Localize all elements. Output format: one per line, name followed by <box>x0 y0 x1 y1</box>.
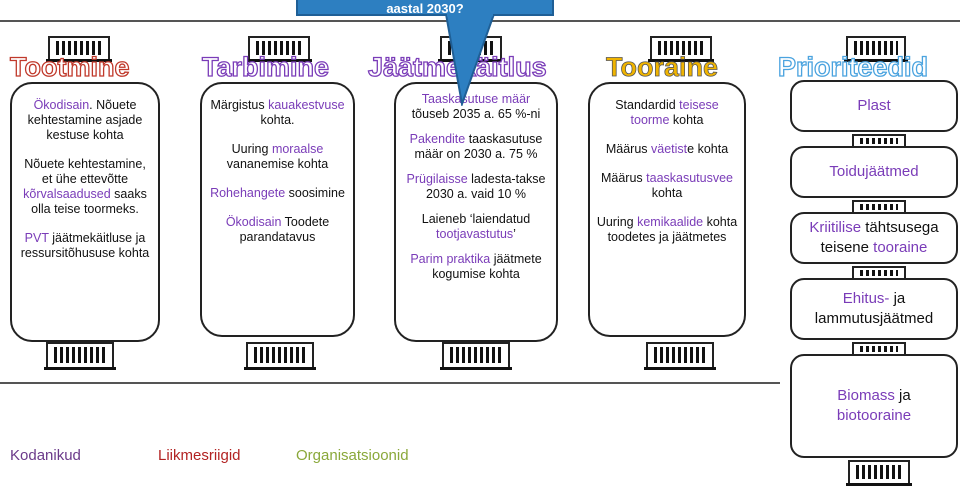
pillar-base-icon <box>244 342 316 370</box>
column-item: Uuring kemikaalide kohta toodetes ja jää… <box>596 215 738 244</box>
pillar-base-icon <box>440 342 512 370</box>
pillar-capital-icon <box>46 36 112 62</box>
priority-toidujaatmed: Toidujäätmed <box>790 146 958 198</box>
column-title-prioriteedid: Prioriteedid <box>777 51 929 82</box>
bottom-beam <box>0 382 780 384</box>
column-item: Märgistus kauakestvuse kohta. <box>210 98 345 127</box>
column-shaft-tootmine: Ökodisain. Nõuete kehtestamine asjade ke… <box>10 82 160 342</box>
column-item: Ökodisain Toodete parandatavus <box>225 215 330 244</box>
pillar-ring-icon <box>852 200 906 214</box>
column-item: Standardid teisese toorme kohta <box>615 98 719 127</box>
column-item: Rohehangete soosimine <box>210 186 345 200</box>
column-item: Prügilaisse ladesta-takse 2030 a. vaid 1… <box>406 172 546 201</box>
pillar-base-icon <box>644 342 716 370</box>
column-title-tootmine: Tootmine <box>9 51 130 82</box>
pillar-capital-icon <box>246 36 312 62</box>
column-item: Määrus väetiste kohta <box>605 142 729 156</box>
column-item: PVT jäätmekäitluse ja ressursitõhususe k… <box>20 231 150 260</box>
column-item: Laieneb ‘laiendatud tootjavastutus’ <box>421 212 531 241</box>
legend-liikmesriigid: Liikmesriigid <box>158 447 241 464</box>
column-shaft-jaatmekaitlus: Taaskasutuse määr tõuseb 2035 a. 65 %-ni… <box>394 82 558 342</box>
column-item: Pakendite taaskasutuse määr on 2030 a. 7… <box>409 132 543 161</box>
callout-bubble: aastal 2030? <box>296 0 554 16</box>
pillar-base-icon <box>44 342 116 370</box>
column-title-tarbimine: Tarbimine <box>201 51 330 82</box>
column-item: Parim praktika jäätmete kogumise kohta <box>410 252 542 281</box>
priority-plast: Plast <box>790 80 958 132</box>
pillar-capital-icon <box>844 36 908 62</box>
column-title-tooraine: Tooraine <box>606 52 719 83</box>
legend-organisatsioonid: Organisatsioonid <box>296 447 409 464</box>
column-item: Nõuete kehtestamine, et ühe ettevõtte kõ… <box>23 157 147 216</box>
column-item: Määrus taaskasutusvee kohta <box>600 171 733 200</box>
column-item: Uuring moraalse vananemise kohta <box>226 142 329 171</box>
legend-kodanikud: Kodanikud <box>10 447 81 464</box>
column-item: Ökodisain. Nõuete kehtestamine asjade ke… <box>27 98 143 142</box>
column-shaft-tooraine: Standardid teisese toorme kohta Määrus v… <box>588 82 746 337</box>
column-shaft-tarbimine: Märgistus kauakestvuse kohta. Uuring mor… <box>200 82 355 337</box>
pillar-capital-icon <box>648 36 714 62</box>
callout-pointer <box>444 14 496 106</box>
pillar-base-icon <box>846 460 912 486</box>
column-item: Taaskasutuse määr tõuseb 2035 a. 65 %-ni <box>411 92 541 121</box>
